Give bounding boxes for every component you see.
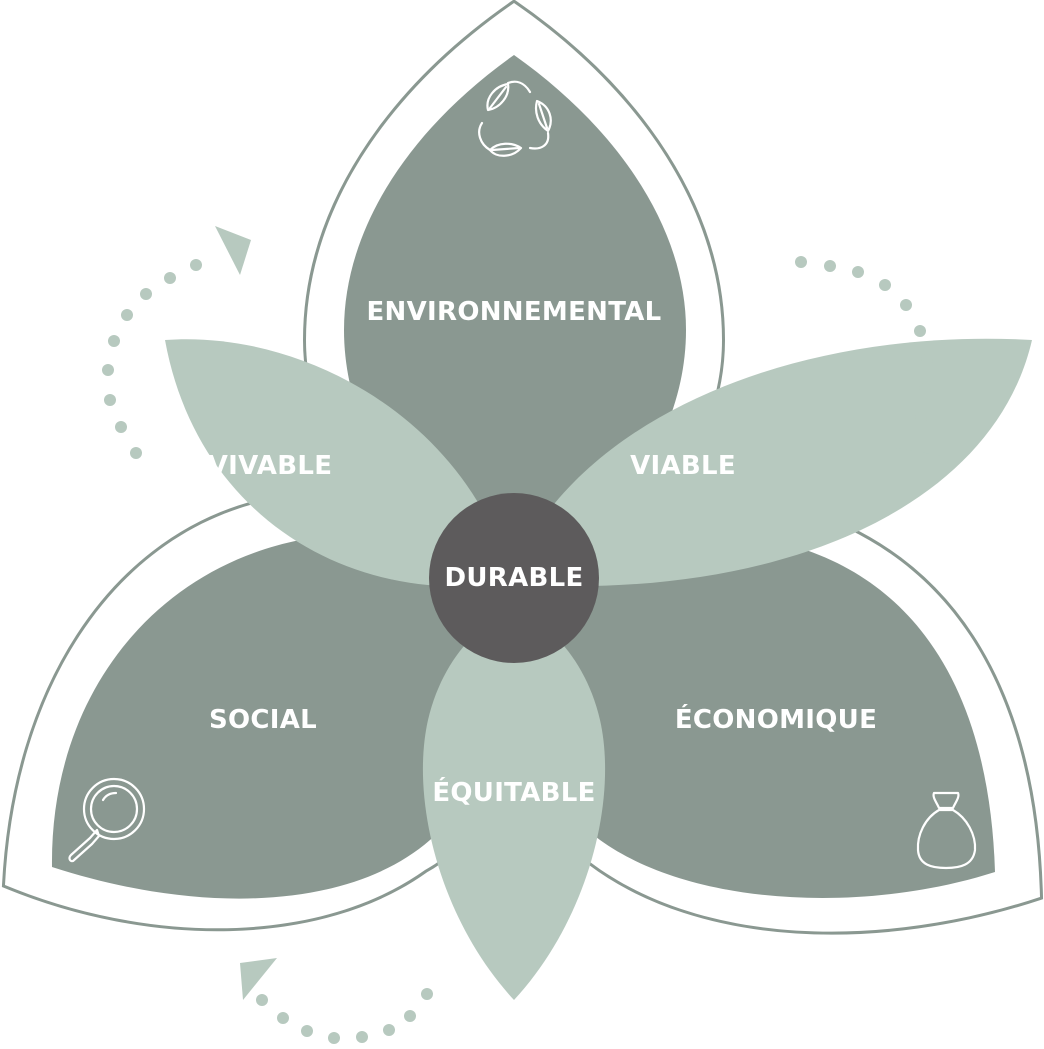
center-circle[interactable] <box>429 493 599 663</box>
recycle-leaves-icon <box>478 80 552 157</box>
overlap-label-vivable: VIVABLE <box>208 451 333 481</box>
bottom-dotted-arc <box>256 988 433 1044</box>
pillar-label-social: SOCIAL <box>209 705 317 735</box>
overlap-petals <box>165 338 1032 1000</box>
pillar-label-economic: ÉCONOMIQUE <box>675 703 877 735</box>
left-dotted-arc <box>102 259 202 459</box>
cycle-arrows <box>102 226 944 1044</box>
right-dotted-arc <box>795 256 933 424</box>
pillar-petals <box>51 55 995 899</box>
magnifier-icon <box>68 777 146 863</box>
pillar-label-environment: ENVIRONNEMENTAL <box>366 297 661 327</box>
social-petal[interactable] <box>51 532 515 899</box>
equitable-petal[interactable] <box>422 605 606 1000</box>
vivable-petal[interactable] <box>165 339 505 587</box>
overlap-label-viable: VIABLE <box>630 451 736 481</box>
viable-petal[interactable] <box>535 338 1032 587</box>
left-arrow-head-icon <box>215 226 251 275</box>
bottom-arrow-head-icon <box>240 958 277 1000</box>
money-bag-icon <box>916 791 977 870</box>
right-arrow-head-icon <box>889 447 944 478</box>
center-label: DURABLE <box>444 563 583 593</box>
overlap-label-equitable: ÉQUITABLE <box>432 776 595 808</box>
economic-petal[interactable] <box>512 534 995 899</box>
